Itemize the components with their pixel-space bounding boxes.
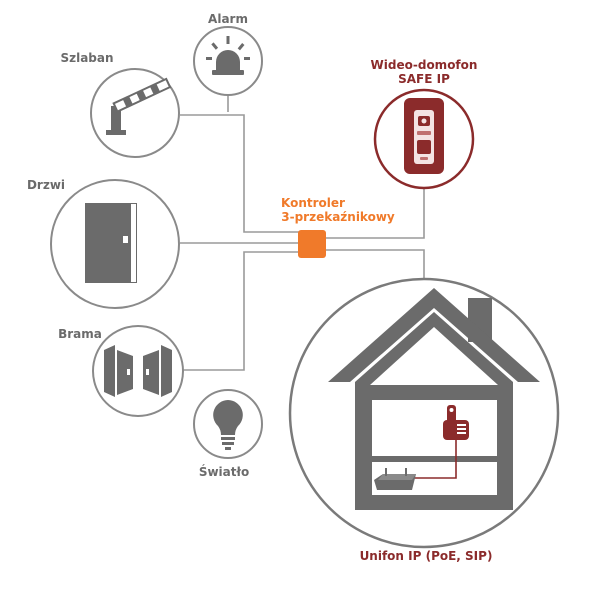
- alarm-node: [193, 26, 263, 96]
- label-drzwi: Drzwi: [26, 178, 66, 192]
- door-icon: [85, 203, 137, 283]
- label-controller-line1: Kontroler: [281, 196, 345, 210]
- label-intercom-line1: Wideo-domofon: [370, 58, 478, 72]
- gate-icon: [104, 345, 172, 397]
- house-node: [288, 277, 560, 549]
- controller-box: [298, 230, 326, 258]
- label-alarm: Alarm: [208, 12, 248, 26]
- connection-lines: [180, 95, 425, 371]
- bulb-icon: [213, 400, 243, 450]
- label-controller-line2: 3-przekaźnikowy: [281, 210, 395, 224]
- label-intercom-line2: SAFE IP: [398, 72, 450, 86]
- desk-phone-icon: [443, 405, 469, 440]
- house-icon: [328, 288, 540, 510]
- intercom-node: [373, 88, 475, 190]
- alarm-icon: [206, 36, 250, 75]
- barrier-icon: [106, 77, 172, 135]
- label-brama: Brama: [58, 327, 102, 341]
- label-swiatlo: Światło: [198, 465, 250, 479]
- brama-node: [92, 325, 184, 417]
- szlaban-node: [90, 68, 180, 158]
- intercom-icon: [404, 98, 444, 174]
- line-szlaban: [180, 114, 300, 233]
- label-unifon: Unifon IP (PoE, SIP): [359, 549, 493, 563]
- line-intercom: [326, 188, 425, 239]
- router-icon: [374, 468, 416, 490]
- line-brama: [182, 251, 300, 371]
- drzwi-node: [50, 179, 180, 309]
- line-unifon: [326, 249, 425, 278]
- swiatlo-node: [193, 389, 263, 459]
- label-szlaban: Szlaban: [60, 51, 114, 65]
- phone-cable: [405, 440, 457, 479]
